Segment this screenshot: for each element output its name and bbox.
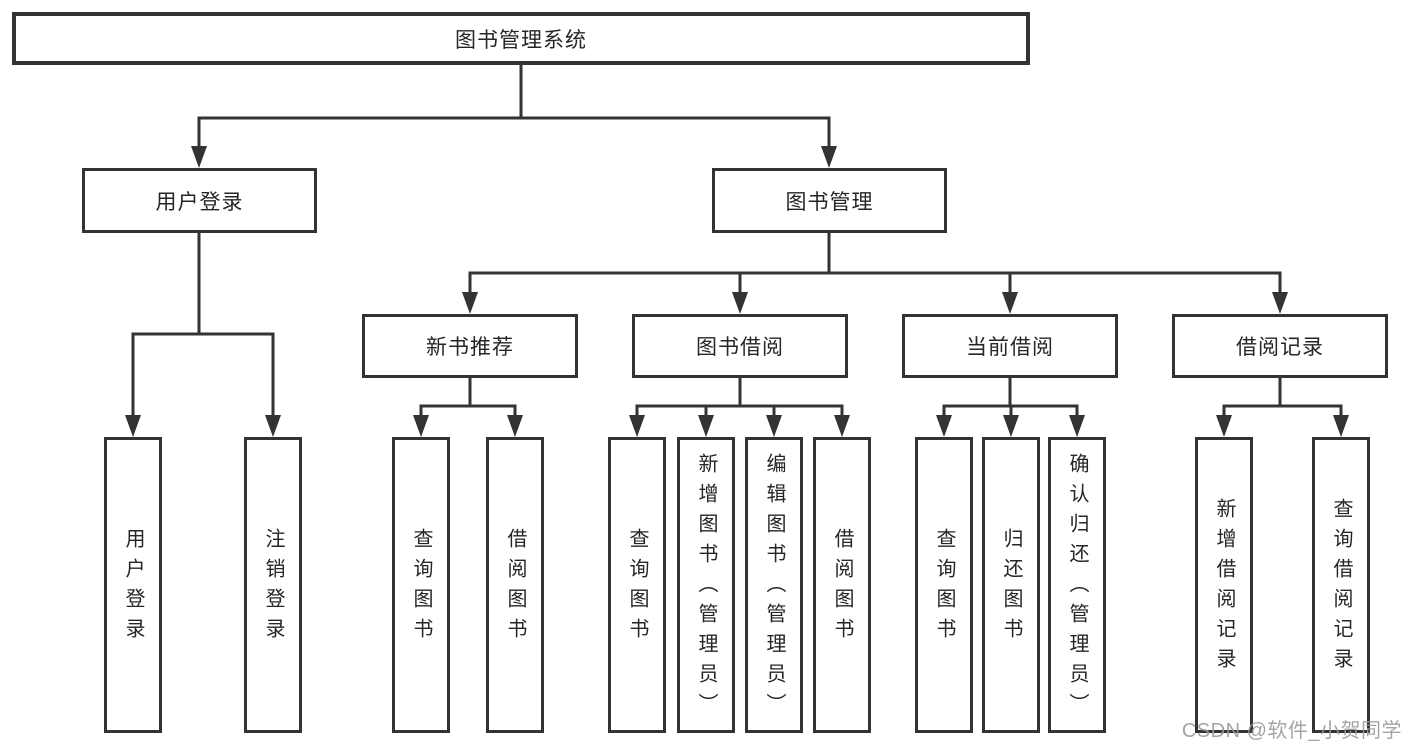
leaf-newbook-query-books: 查询图书 bbox=[392, 437, 450, 733]
leaf-current-return-books: 归还图书 bbox=[982, 437, 1040, 733]
node-library-management-system: 图书管理系统 bbox=[12, 12, 1030, 65]
leaf-borrow-borrow-books: 借阅图书 bbox=[813, 437, 871, 733]
node-borrowing-records: 借阅记录 bbox=[1172, 314, 1388, 378]
leaf-borrow-edit-books-admin: 编辑图书（管理员） bbox=[745, 437, 803, 733]
csdn-watermark: CSDN @软件_小贺同学 bbox=[1181, 720, 1402, 742]
leaf-current-confirm-return-admin: 确认归还（管理员） bbox=[1048, 437, 1106, 733]
node-current-borrowing: 当前借阅 bbox=[902, 314, 1118, 378]
leaf-logout: 注销登录 bbox=[244, 437, 302, 733]
leaf-records-query-record: 查询借阅记录 bbox=[1312, 437, 1370, 733]
leaf-current-query-books: 查询图书 bbox=[915, 437, 973, 733]
leaf-borrow-add-books-admin: 新增图书（管理员） bbox=[677, 437, 735, 733]
node-book-management: 图书管理 bbox=[712, 168, 947, 233]
node-user-login: 用户登录 bbox=[82, 168, 317, 233]
node-book-borrowing: 图书借阅 bbox=[632, 314, 848, 378]
leaf-newbook-borrow-books: 借阅图书 bbox=[486, 437, 544, 733]
node-new-book-recommendation: 新书推荐 bbox=[362, 314, 578, 378]
leaf-user-login: 用户登录 bbox=[104, 437, 162, 733]
leaf-records-add-record: 新增借阅记录 bbox=[1195, 437, 1253, 733]
leaf-borrow-query-books: 查询图书 bbox=[608, 437, 666, 733]
tree-edges bbox=[131, 65, 1343, 417]
